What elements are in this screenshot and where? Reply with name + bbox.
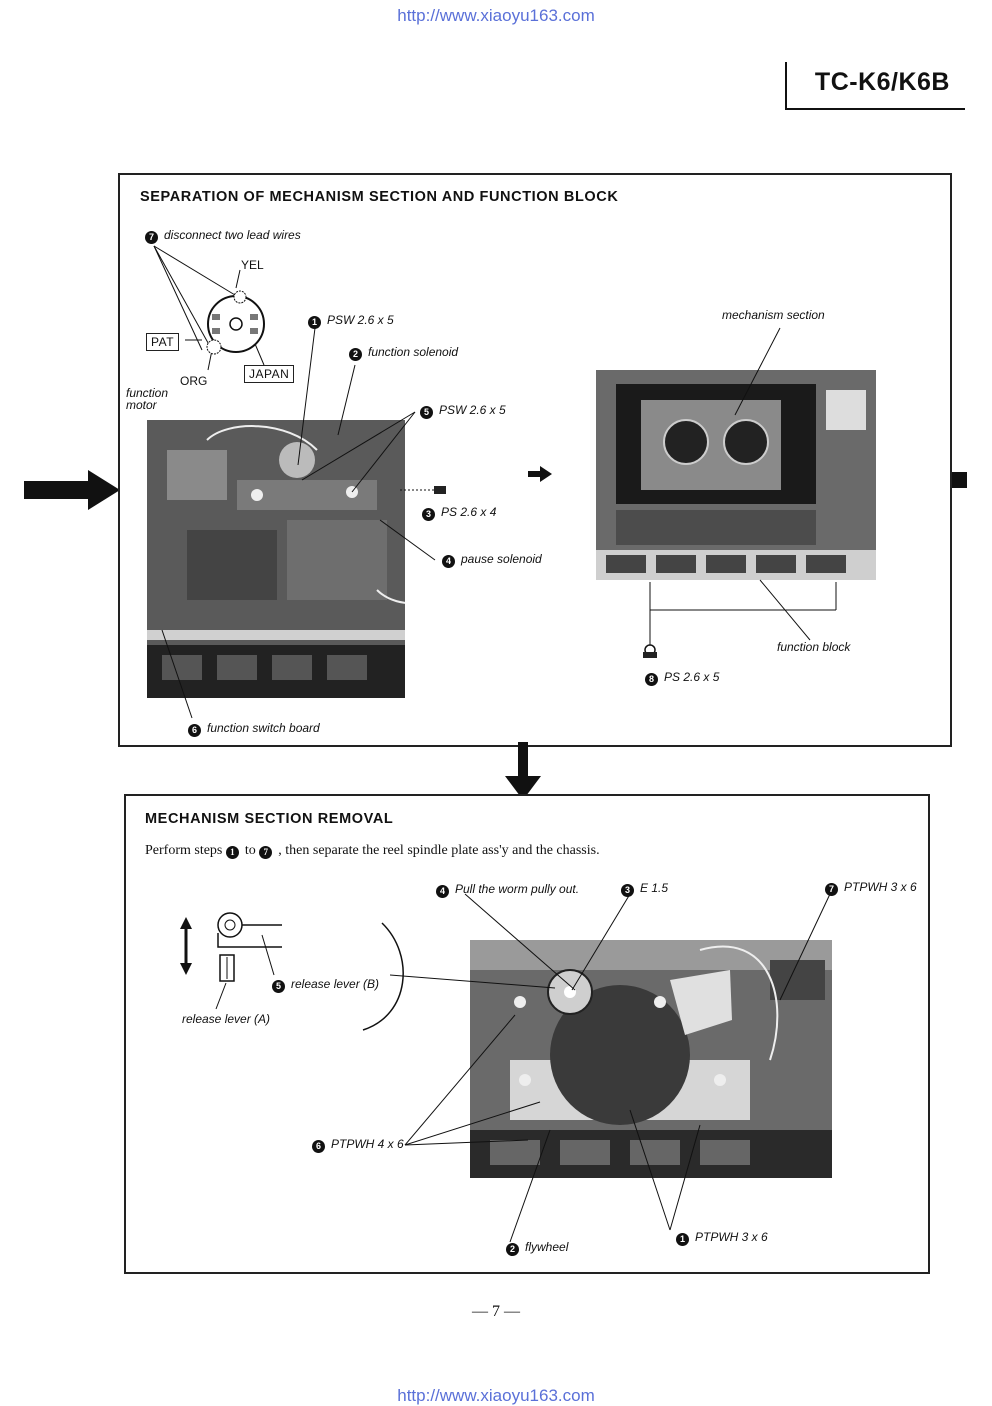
section1-title: SEPARATION OF MECHANISM SECTION AND FUNC…	[140, 189, 619, 205]
title-underline	[785, 108, 965, 110]
right-arrow-icon	[528, 466, 552, 482]
watermark-url-top[interactable]: http://www.xiaoyu163.com	[397, 6, 595, 25]
label-ptpwh-6: 6 PTPWH 4 x 6	[312, 1137, 404, 1153]
psw-1-text: PSW 2.6 x 5	[327, 313, 394, 327]
photo-mechanism-separated	[596, 370, 876, 580]
label-psw-1: 1 PSW 2.6 x 5	[308, 313, 394, 329]
step-3-marker: 3	[422, 508, 435, 521]
screw-icon	[400, 486, 446, 494]
flywheel-text: flywheel	[525, 1240, 569, 1254]
ptpwh-1-text: PTPWH 3 x 6	[695, 1230, 768, 1244]
ptpwh-7-text: PTPWH 3 x 6	[844, 880, 917, 894]
label-disconnect: 7 disconnect two lead wires	[145, 228, 301, 244]
ptpwh-6-text: PTPWH 4 x 6	[331, 1137, 404, 1151]
function-solenoid-text: function solenoid	[368, 345, 459, 359]
label-function-switch-board: 6 function switch board	[188, 721, 320, 737]
label-e15: 3 E 1.5	[621, 881, 668, 897]
label-pat-box: PAT	[146, 333, 180, 351]
label-mechanism-section: mechanism section	[722, 308, 825, 322]
step-8-marker: 8	[645, 673, 658, 686]
removal-step-4-marker: 4	[436, 885, 449, 898]
removal-step-1-marker: 1	[676, 1233, 689, 1246]
label-function-block: function block	[777, 640, 851, 654]
pause-solenoid-text: pause solenoid	[461, 552, 542, 566]
watermark-url-bottom[interactable]: http://www.xiaoyu163.com	[397, 1386, 595, 1405]
label-function-motor-2: motor	[126, 398, 157, 412]
intro-step-7: 7	[259, 846, 273, 859]
release-lever-diagram	[180, 912, 404, 1031]
down-arrow-icon	[505, 742, 541, 800]
label-release-lever-b: 5 release lever (B)	[272, 977, 379, 993]
label-org: ORG	[180, 374, 208, 388]
release-step-5-marker: 5	[272, 980, 285, 993]
label-japan-box: JAPAN	[244, 365, 295, 383]
removal-step-3-marker: 3	[621, 884, 634, 897]
pull-worm-text: Pull the worm pully out.	[455, 882, 580, 896]
label-release-lever-a: release lever (A)	[182, 1012, 271, 1026]
photo3-leaders	[390, 893, 831, 1243]
psw-5-text: PSW 2.6 x 5	[439, 403, 506, 417]
label-pull-worm: 4 Pull the worm pully out.	[436, 882, 579, 898]
step-6-marker: 6	[188, 724, 201, 737]
page-title: TC-K6/K6B	[814, 68, 950, 96]
label-ps-3: 3 PS 2.6 x 4	[422, 505, 496, 521]
label-pat: PAT	[146, 333, 180, 351]
step-2-marker: 2	[349, 348, 362, 361]
intro-step-1: 1	[225, 846, 239, 859]
intro-part-c: , then separate the reel spindle plate a…	[278, 843, 600, 858]
label-pause-solenoid: 4 pause solenoid	[442, 552, 542, 568]
photo2-leaders	[643, 327, 837, 658]
step-4-marker: 4	[442, 555, 455, 568]
label-ptpwh-7: 7 PTPWH 3 x 6	[825, 880, 917, 896]
ps-3-text: PS 2.6 x 4	[441, 505, 497, 519]
page-number: — 7 —	[472, 1303, 520, 1320]
label-function-motor-1: function	[126, 386, 169, 400]
ps-8-text: PS 2.6 x 5	[664, 670, 720, 684]
step-1-marker: 1	[308, 316, 321, 329]
left-side-arrow	[24, 470, 120, 515]
label-yel: YEL	[241, 258, 264, 272]
release-lever-b-text: release lever (B)	[291, 977, 380, 991]
label-japan: JAPAN	[244, 365, 295, 383]
removal-step-7-marker: 7	[825, 883, 838, 896]
intro-part-a: Perform steps	[145, 843, 223, 858]
label-ps-8: 8 PS 2.6 x 5	[645, 670, 719, 686]
intro-part-b: to	[244, 843, 256, 858]
connector-diagram	[153, 245, 265, 371]
title-rule	[785, 62, 787, 110]
photo-reel-spindle-plate	[470, 940, 832, 1178]
e15-text: E 1.5	[640, 881, 669, 895]
removal-step-6-marker: 6	[312, 1140, 325, 1153]
label-ptpwh-1: 1 PTPWH 3 x 6	[676, 1230, 768, 1246]
disconnect-text: disconnect two lead wires	[164, 228, 301, 242]
section2-title: MECHANISM SECTION REMOVAL	[145, 811, 394, 827]
function-switch-board-text: function switch board	[207, 721, 320, 735]
photo1-leaders	[161, 327, 436, 719]
intro-text: Perform steps 1 to 7 , then separate the r…	[145, 843, 600, 859]
step-7-marker: 7	[145, 231, 158, 244]
step-5-marker: 5	[420, 406, 433, 419]
removal-step-2-marker: 2	[506, 1243, 519, 1256]
label-psw-5: 5 PSW 2.6 x 5	[420, 403, 506, 419]
label-function-solenoid: 2 function solenoid	[349, 345, 458, 361]
label-flywheel: 2 flywheel	[506, 1240, 568, 1256]
photo-function-block-top	[147, 420, 405, 698]
